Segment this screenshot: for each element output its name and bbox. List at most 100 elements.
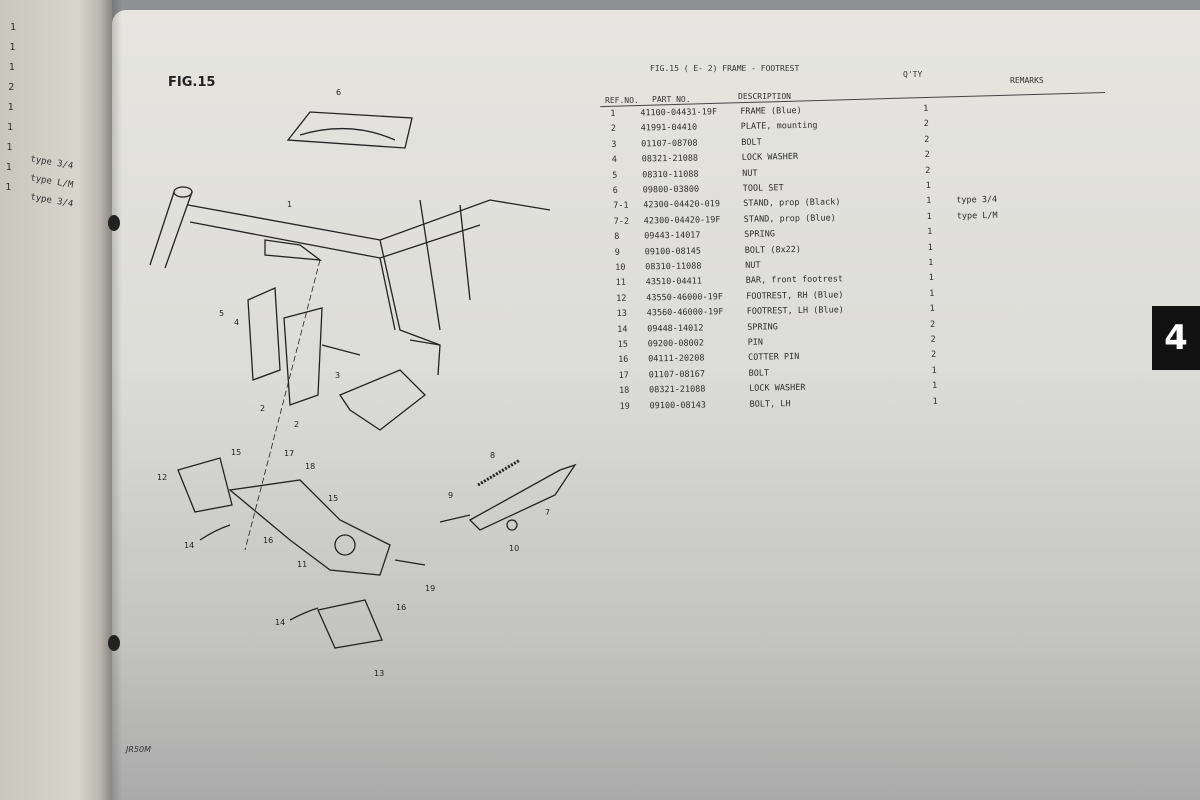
callout-9: 9 <box>448 491 454 500</box>
cell-qty: 2 <box>930 319 936 330</box>
callout-2: 2 <box>260 404 266 413</box>
callout-2: 2 <box>294 420 300 429</box>
cell-ref: 17 <box>618 370 629 381</box>
cell-part: 09200-08002 <box>647 338 705 350</box>
cell-qty: 2 <box>931 350 937 361</box>
binding-hole <box>108 215 120 231</box>
cell-desc: FOOTREST, LH (Blue) <box>746 305 844 317</box>
cell-ref: 4 <box>611 155 617 166</box>
cell-part: 43550-46000-19F <box>646 291 724 304</box>
cell-qty: 1 <box>932 396 938 407</box>
cell-ref: 9 <box>614 247 620 258</box>
cell-qty: 1 <box>926 211 932 222</box>
cell-remarks: type 3/4 <box>956 195 998 206</box>
callout-16: 16 <box>396 603 407 612</box>
left-qty: 1 <box>8 62 15 73</box>
cell-qty: 2 <box>930 334 936 345</box>
cell-qty: 1 <box>928 257 934 268</box>
frame-drawing <box>149 186 551 431</box>
binding-hole <box>108 635 120 651</box>
callout-5: 5 <box>219 309 225 318</box>
cell-qty: 1 <box>925 180 931 191</box>
cell-part: 08310-11088 <box>645 261 702 273</box>
callout-17: 17 <box>284 449 295 458</box>
cell-ref: 1 <box>610 108 616 119</box>
right-page <box>112 10 1200 800</box>
cell-part: 42300-04420-19F <box>643 214 721 227</box>
cell-desc: BOLT (8x22) <box>744 244 802 256</box>
cell-ref: 5 <box>612 170 618 181</box>
cell-ref: 7-1 <box>613 201 629 212</box>
cell-desc: SPRING <box>744 229 776 241</box>
cell-ref: 15 <box>617 339 629 350</box>
cell-desc: NUT <box>745 260 761 271</box>
footrest-rh-drawing <box>177 457 233 513</box>
section-tab: 4 <box>1152 306 1200 370</box>
cell-desc: NUT <box>742 168 758 179</box>
col-ref-header: REF.NO. <box>605 96 639 105</box>
callout-16: 16 <box>263 536 274 545</box>
cell-desc: FOOTREST, RH (Blue) <box>746 290 844 302</box>
callout-4: 4 <box>234 318 240 327</box>
left-qty: 1 <box>7 122 14 133</box>
col-qty-header: Q'TY <box>903 70 923 79</box>
cell-part: 09443-14017 <box>644 230 701 242</box>
callout-7: 7 <box>545 508 551 517</box>
cell-ref: 8 <box>614 231 620 243</box>
cell-part: 43510-04411 <box>645 276 703 288</box>
cell-qty: 1 <box>931 365 937 376</box>
callout-11: 11 <box>297 560 308 569</box>
left-qty: 1 <box>7 102 14 113</box>
cell-desc: BOLT, LH <box>749 398 791 410</box>
mounting-plates-drawing <box>247 287 323 406</box>
cell-qty: 2 <box>923 119 929 130</box>
callout-15: 15 <box>231 448 242 457</box>
cell-qty: 1 <box>926 196 932 207</box>
cell-ref: 16 <box>618 355 629 366</box>
col-part-header: PART NO. <box>652 95 691 104</box>
callout-8: 8 <box>490 451 496 460</box>
cell-desc: PIN <box>747 337 764 348</box>
cell-ref: 14 <box>617 324 628 335</box>
cell-part: 42300-04420-019 <box>643 199 721 211</box>
callout-15: 15 <box>328 494 339 503</box>
callout-10: 10 <box>509 544 520 553</box>
cell-part: 09100-08145 <box>644 246 702 257</box>
cell-ref: 19 <box>619 401 630 412</box>
cell-desc: STAND, prop (Blue) <box>743 213 836 225</box>
tool-set-drawing <box>286 111 413 149</box>
cell-part: 08321-21088 <box>649 384 706 396</box>
cell-ref: 18 <box>619 385 630 397</box>
cell-desc: BAR, front footrest <box>745 274 843 287</box>
callout-3: 3 <box>335 371 341 380</box>
cell-desc: LOCK WASHER <box>741 152 799 164</box>
stand-drawing <box>439 458 577 531</box>
left-qty: 2 <box>8 82 15 93</box>
cell-part: 01107-08167 <box>648 369 706 381</box>
callout-19: 19 <box>425 584 436 593</box>
cell-desc: SPRING <box>747 321 778 333</box>
cell-qty: 2 <box>925 165 931 176</box>
cell-ref: 3 <box>611 139 617 150</box>
left-qty: 1 <box>9 42 16 53</box>
callout-6: 6 <box>336 88 342 97</box>
parts-list-heading: FIG.15 ( E- 2) FRAME - FOOTREST <box>650 64 800 73</box>
cell-part: 09448-14012 <box>647 323 704 334</box>
col-desc-header: DESCRIPTION <box>738 92 791 101</box>
cell-qty: 1 <box>927 227 933 238</box>
book-gutter <box>100 0 122 800</box>
cell-desc: BOLT <box>741 137 762 148</box>
spring-drawing <box>199 524 231 541</box>
cell-qty: 2 <box>924 134 930 145</box>
footrest-bar-drawing <box>228 479 426 576</box>
cell-desc: TOOL SET <box>742 183 784 194</box>
left-qty: 1 <box>10 22 17 33</box>
cell-qty: 1 <box>923 103 929 115</box>
cell-desc: STAND, prop (Black) <box>743 197 841 210</box>
bolt-drawing <box>321 344 361 356</box>
cell-desc: LOCK WASHER <box>749 383 806 394</box>
cell-part: 08310-11088 <box>642 169 699 181</box>
cell-desc: COTTER PIN <box>748 352 800 364</box>
cell-ref: 13 <box>616 308 628 320</box>
